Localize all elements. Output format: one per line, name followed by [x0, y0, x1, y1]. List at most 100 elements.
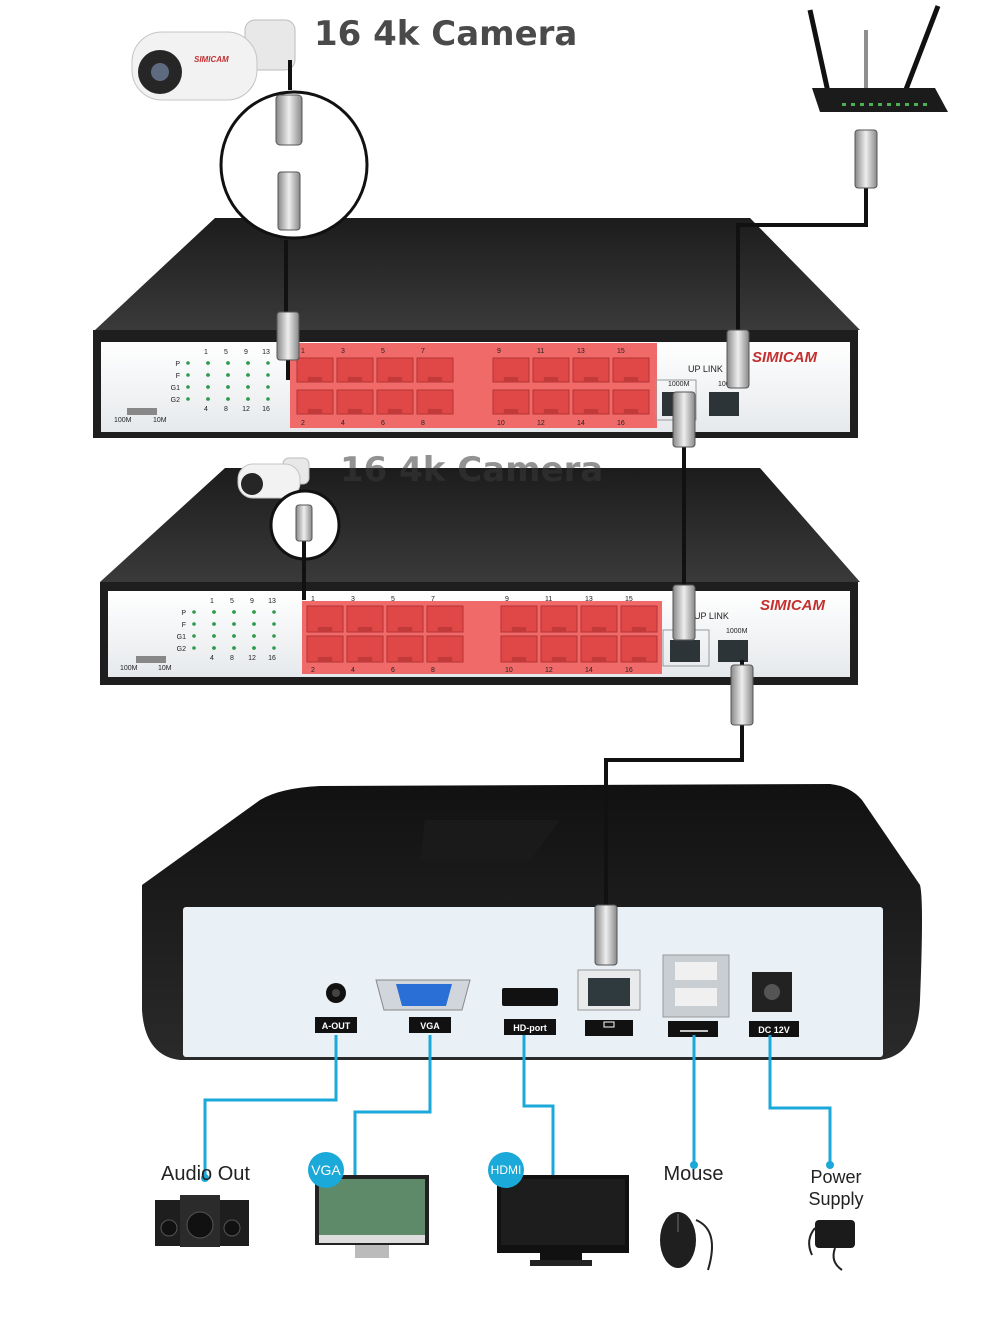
led-dot — [206, 385, 210, 389]
uplink-label: UP LINK — [694, 611, 729, 621]
led-dot — [266, 397, 270, 401]
led-number: 13 — [268, 598, 276, 605]
router-led — [923, 103, 927, 106]
output-connector-lines — [203, 1035, 832, 1180]
led-dot — [212, 610, 216, 614]
led-dot — [192, 622, 196, 626]
led-row-label: P — [175, 361, 180, 368]
led-row-label: G2 — [171, 397, 180, 404]
connector-dot — [826, 1161, 834, 1169]
connector-dot — [690, 1161, 698, 1169]
led-dot — [212, 634, 216, 638]
page-title: 16 4k Camera — [314, 14, 578, 54]
port-number: 4 — [351, 667, 355, 674]
led-dot — [226, 385, 230, 389]
led-number: 4 — [204, 406, 208, 413]
led-dot — [252, 634, 256, 638]
led-dot — [206, 361, 210, 365]
nvr-rear-panel — [183, 907, 883, 1057]
led-dot — [206, 397, 210, 401]
usb-port — [675, 988, 717, 1006]
port-number: 8 — [431, 667, 435, 674]
brand-logo: SIMICAM — [760, 597, 826, 614]
speaker-icon — [155, 1195, 249, 1247]
led-row-label: P — [181, 610, 186, 617]
led-dot — [186, 385, 190, 389]
uplink-port — [670, 640, 700, 662]
mouse-label: Mouse — [663, 1163, 724, 1185]
uplink-speed: 1000M — [668, 381, 690, 388]
port-number: 15 — [617, 348, 625, 355]
lan-port — [588, 978, 630, 1006]
led-dot — [246, 373, 250, 377]
port-number: 14 — [585, 667, 593, 674]
uplink-port — [718, 640, 748, 662]
led-dot — [272, 634, 276, 638]
port-number: 3 — [341, 348, 345, 355]
speed-switch — [127, 408, 157, 415]
router-led — [860, 103, 864, 106]
port-number: 16 — [617, 420, 625, 427]
nvr-port-label-bg — [668, 1021, 718, 1037]
router-led — [896, 103, 900, 106]
port-number: 11 — [545, 596, 552, 603]
port-number: 15 — [625, 596, 633, 603]
power-supply-label: Power Supply — [790, 1166, 882, 1210]
port-number: 10 — [497, 420, 505, 427]
camera-top: SIMICAM — [131, 19, 369, 240]
led-row-label: G2 — [177, 646, 186, 653]
speed-label: 10M — [153, 417, 167, 424]
led-number: 9 — [244, 349, 248, 356]
nvr-port-label: HD-port — [513, 1023, 547, 1033]
led-number: 9 — [250, 598, 254, 605]
port-number: 5 — [381, 348, 385, 355]
led-dot — [246, 361, 250, 365]
led-dot — [226, 373, 230, 377]
led-number: 13 — [262, 349, 270, 356]
port-number: 2 — [301, 420, 305, 427]
led-dot — [192, 634, 196, 638]
uplink-speed: 100 — [718, 381, 730, 388]
led-number: 16 — [268, 655, 276, 662]
connector-dot — [201, 1174, 209, 1182]
led-dot — [272, 646, 276, 650]
led-number: 12 — [248, 655, 256, 662]
uplink-label: UP LINK — [688, 364, 723, 374]
router-led — [905, 103, 909, 106]
port-number: 6 — [381, 420, 385, 427]
port-number: 12 — [537, 420, 545, 427]
speed-switch — [136, 656, 166, 663]
monitor-vga-icon — [315, 1175, 429, 1258]
led-number: 8 — [224, 406, 228, 413]
lan-icon — [603, 1021, 615, 1028]
port-number: 8 — [421, 420, 425, 427]
vga-badge: VGA — [308, 1152, 344, 1188]
vga-port — [396, 984, 452, 1006]
led-dot — [232, 610, 236, 614]
led-number: 5 — [230, 598, 234, 605]
brand-logo: SIMICAM — [194, 55, 229, 64]
router-led — [887, 103, 891, 106]
port-number: 13 — [577, 348, 585, 355]
led-dot — [186, 361, 190, 365]
led-dot — [206, 373, 210, 377]
port-number: 10 — [505, 667, 513, 674]
port-number: 5 — [391, 596, 395, 603]
power-adapter-icon — [808, 1220, 855, 1271]
audio-out-label: Audio Out — [161, 1163, 250, 1185]
led-dot — [212, 622, 216, 626]
speed-label: 100M — [120, 665, 138, 672]
router-led — [869, 103, 873, 106]
port-number: 4 — [341, 420, 345, 427]
router-led — [851, 103, 855, 106]
hdmi-port — [502, 988, 558, 1006]
mouse-icon — [660, 1212, 713, 1271]
